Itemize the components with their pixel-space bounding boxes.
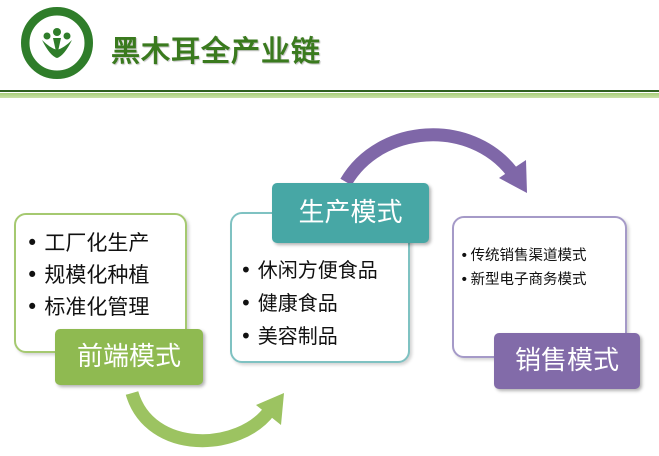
list-item: •传统销售渠道模式 [460, 248, 587, 264]
sales-stage-label: 销售模式 [494, 333, 640, 389]
header-rule [0, 90, 659, 92]
page-title: 黑木耳全产业链 [111, 34, 322, 68]
arrow-production-to-sales [340, 128, 518, 186]
list-item: •休闲方便食品 [240, 258, 378, 282]
list-item: •工厂化生产 [26, 231, 150, 255]
front-stage-label: 前端模式 [55, 329, 203, 385]
list-item: •标准化管理 [26, 295, 150, 319]
list-item: •美容制品 [240, 324, 338, 348]
header-rule-light [0, 93, 659, 98]
list-item: •健康食品 [240, 291, 338, 315]
association-logo-icon [21, 7, 93, 79]
arrow-head-front-to-production [256, 393, 284, 425]
list-item: •新型电子商务模式 [460, 272, 587, 288]
production-stage-label: 生产模式 [272, 183, 429, 243]
arrow-front-to-production [125, 390, 276, 448]
arrow-head-production-to-sales [499, 160, 527, 193]
list-item: •规模化种植 [26, 263, 150, 287]
